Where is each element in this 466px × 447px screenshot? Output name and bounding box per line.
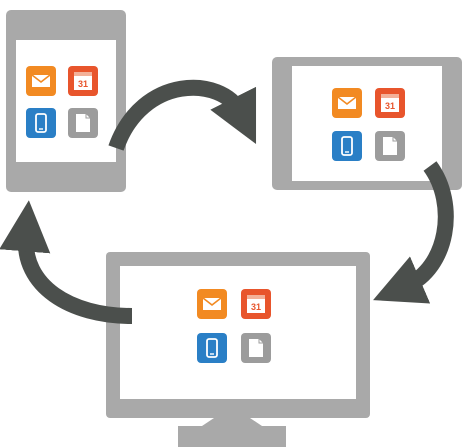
monitor-app-grid: 31 xyxy=(197,289,271,363)
tablet-screen xyxy=(292,66,442,181)
phone-tile-background xyxy=(26,108,56,138)
mobile-phone-icon xyxy=(341,136,353,156)
document-icon xyxy=(76,114,90,132)
mail-app-tile xyxy=(26,66,56,96)
calendar-icon: 31 xyxy=(74,72,92,90)
phone-app-tile xyxy=(332,131,362,161)
mail-app-tile xyxy=(197,289,227,319)
monitor-stand-base xyxy=(178,426,286,447)
calendar-app-tile: 31 xyxy=(241,289,271,319)
document-app-tile xyxy=(241,333,271,363)
monitor-screen xyxy=(120,266,356,399)
sync-arrow-monitor-to-phone xyxy=(0,200,133,324)
calendar-icon: 31 xyxy=(381,94,399,112)
phone-tile-background xyxy=(197,333,227,363)
calendar-day-number: 31 xyxy=(385,101,395,111)
mobile-phone-icon xyxy=(35,113,47,133)
document-app-tile xyxy=(68,108,98,138)
mail-app-tile xyxy=(332,88,362,118)
sync-arrow-phone-to-tablet xyxy=(108,79,257,151)
calendar-app-tile: 31 xyxy=(375,88,405,118)
phone-tile-background xyxy=(332,131,362,161)
phone-app-tile xyxy=(197,333,227,363)
phone-device: 31 xyxy=(6,10,126,192)
calendar-day-number: 31 xyxy=(251,302,261,312)
calendar-day-number: 31 xyxy=(78,79,88,89)
tablet-app-grid: 31 xyxy=(332,88,405,161)
document-icon xyxy=(383,137,397,155)
monitor-stand-neck xyxy=(202,418,262,426)
document-icon xyxy=(249,339,263,357)
phone-screen xyxy=(16,40,116,162)
sync-arrow-tablet-to-monitor xyxy=(373,161,454,304)
monitor-device: 31 xyxy=(106,252,370,447)
envelope-icon xyxy=(31,74,51,87)
calendar-app-tile: 31 xyxy=(68,66,98,96)
mobile-phone-icon xyxy=(206,338,218,358)
tablet-device: 31 xyxy=(272,57,462,190)
envelope-icon xyxy=(337,96,357,109)
phone-app-grid: 31 xyxy=(26,66,98,138)
document-app-tile xyxy=(375,131,405,161)
phone-app-tile xyxy=(26,108,56,138)
envelope-icon xyxy=(202,297,222,310)
calendar-icon: 31 xyxy=(247,295,265,313)
